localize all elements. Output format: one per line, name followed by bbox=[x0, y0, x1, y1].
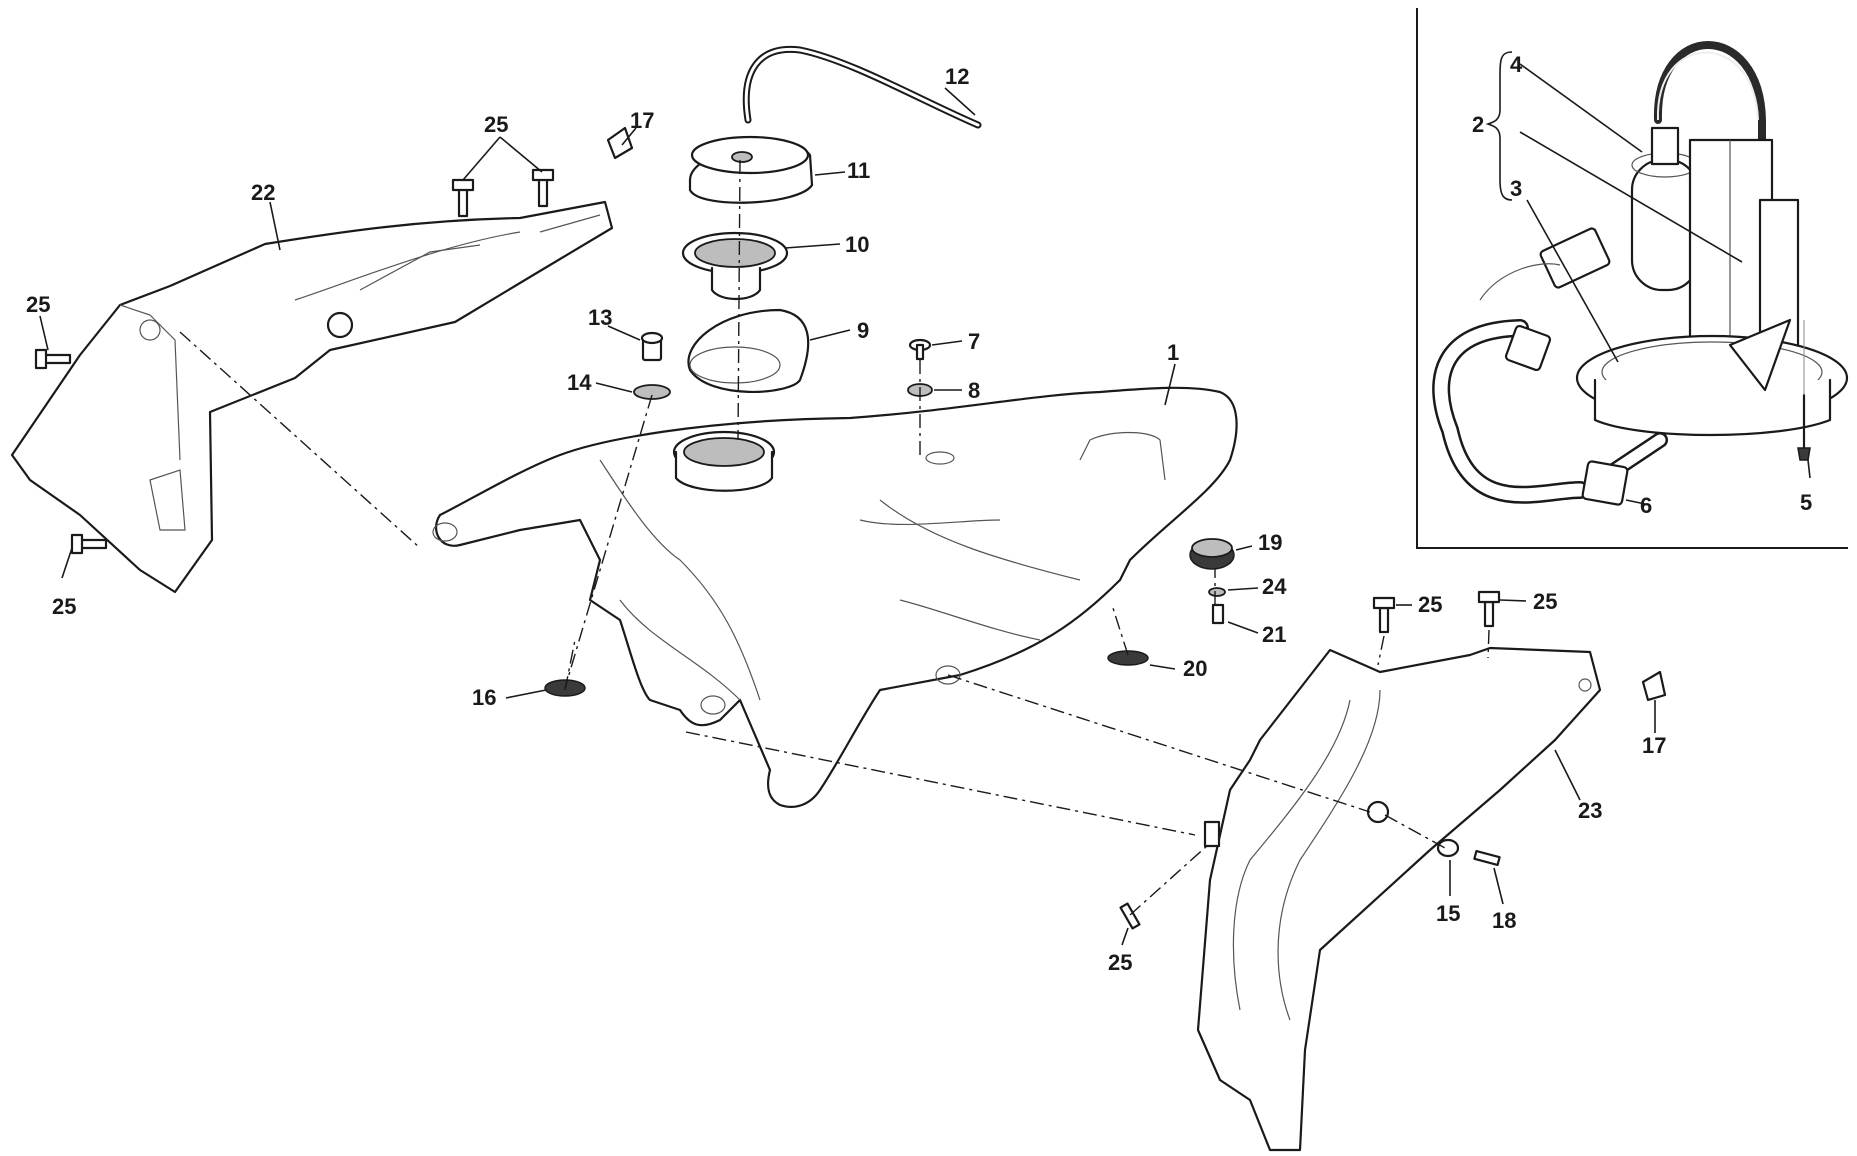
callout-3: 3 bbox=[1510, 176, 1522, 201]
callout-23: 23 bbox=[1578, 798, 1602, 823]
callout-25-right-a: 25 bbox=[1418, 592, 1442, 617]
callout-14: 14 bbox=[567, 370, 592, 395]
callout-19: 19 bbox=[1258, 530, 1282, 555]
callout-11: 11 bbox=[847, 158, 870, 183]
callout-16: 16 bbox=[472, 685, 496, 710]
callout-24: 24 bbox=[1262, 574, 1287, 599]
callout-25-bottom: 25 bbox=[1108, 950, 1132, 975]
leader-lines bbox=[39, 87, 1656, 946]
callout-2: 2 bbox=[1472, 112, 1484, 137]
callout-13: 13 bbox=[588, 305, 612, 330]
callout-4: 4 bbox=[1510, 52, 1523, 77]
callout-1: 1 bbox=[1167, 340, 1179, 365]
callout-17-top: 17 bbox=[630, 108, 654, 133]
callout-25-top-left: 25 bbox=[484, 112, 508, 137]
group-brace bbox=[1485, 51, 1513, 201]
callout-25-left-upper: 25 bbox=[26, 292, 50, 317]
callout-22: 22 bbox=[251, 180, 275, 205]
callout-12: 12 bbox=[945, 64, 969, 89]
callout-5: 5 bbox=[1800, 490, 1812, 515]
callout-10: 10 bbox=[845, 232, 869, 257]
fuel-tank bbox=[432, 386, 1238, 808]
fuel-pump-inset: 4 2 3 5 6 bbox=[1416, 8, 1849, 549]
left-side-panel bbox=[10, 200, 614, 594]
assembly-lines bbox=[179, 159, 1490, 916]
callout-numbers: 12 11 10 9 13 14 7 8 1 25 17 22 25 25 16… bbox=[26, 64, 1666, 975]
fuel-pump-assembly bbox=[1432, 41, 1849, 506]
callout-17-right: 17 bbox=[1642, 733, 1666, 758]
callout-7: 7 bbox=[968, 329, 980, 354]
callout-20: 20 bbox=[1183, 656, 1207, 681]
callout-15: 15 bbox=[1436, 901, 1460, 926]
callout-8: 8 bbox=[968, 378, 980, 403]
callout-18: 18 bbox=[1492, 908, 1516, 933]
callout-6: 6 bbox=[1640, 493, 1652, 518]
callout-21: 21 bbox=[1262, 622, 1286, 647]
callout-25-right-b: 25 bbox=[1533, 589, 1557, 614]
callout-25-left-lower: 25 bbox=[52, 594, 76, 619]
callout-9: 9 bbox=[857, 318, 869, 343]
right-side-panel bbox=[1196, 646, 1602, 1152]
